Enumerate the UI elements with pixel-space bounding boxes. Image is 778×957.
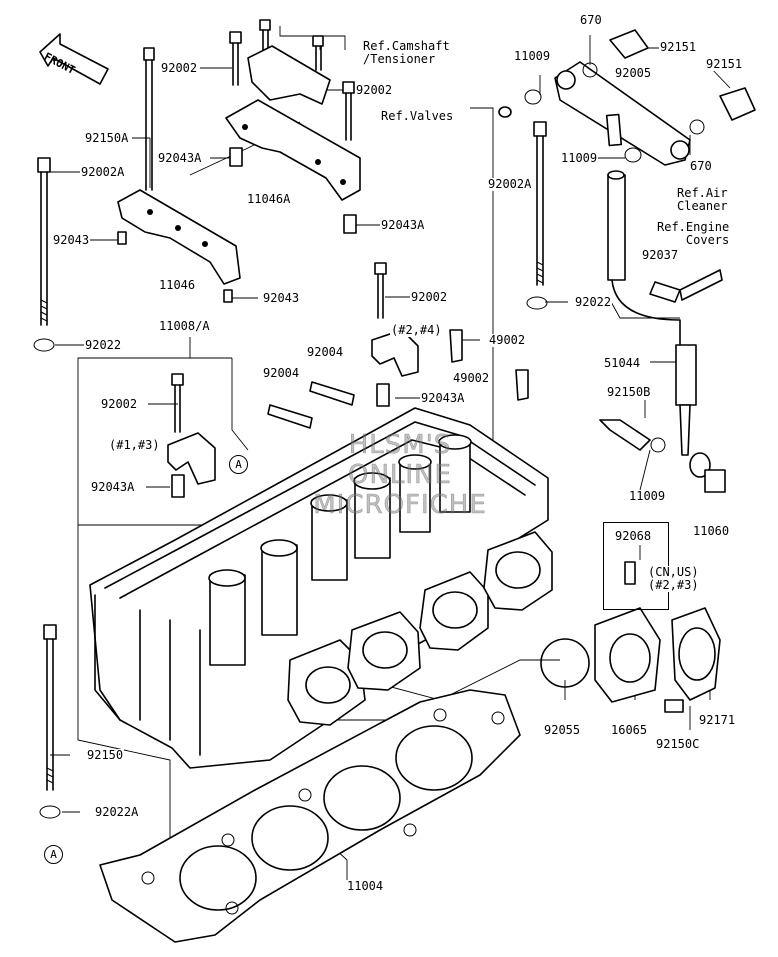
part-label-92055[interactable]: 92055 bbox=[543, 723, 582, 737]
part-label-92002a[interactable]: 92002A bbox=[80, 165, 126, 179]
ref-engine-covers[interactable]: Ref.Engine Covers bbox=[656, 220, 731, 247]
small-parts-right bbox=[498, 29, 756, 585]
studs bbox=[267, 381, 355, 429]
callout-a-bottom: A bbox=[44, 845, 63, 864]
part-label-92151[interactable]: 92151 bbox=[659, 40, 698, 54]
part-label-92022[interactable]: 92022 bbox=[574, 295, 613, 309]
variant-label-2-4: (#2,#4) bbox=[390, 323, 443, 337]
part-label-92150[interactable]: 92150 bbox=[86, 748, 125, 762]
callout-a-top: A bbox=[229, 455, 248, 474]
part-label-92002[interactable]: 92002 bbox=[100, 397, 139, 411]
head-gasket bbox=[99, 689, 521, 943]
part-label-92043a[interactable]: 92043A bbox=[380, 218, 426, 232]
part-label-92150b[interactable]: 92150B bbox=[606, 385, 652, 399]
part-label-92043a[interactable]: 92043A bbox=[420, 391, 466, 405]
part-label-11009[interactable]: 11009 bbox=[560, 151, 599, 165]
part-label-92151[interactable]: 92151 bbox=[705, 57, 744, 71]
washers bbox=[33, 338, 61, 819]
part-label-92043[interactable]: 92043 bbox=[262, 291, 301, 305]
small-caps bbox=[167, 329, 419, 498]
part-label-11009[interactable]: 11009 bbox=[513, 49, 552, 63]
ref-air-cleaner[interactable]: Ref.Air Cleaner bbox=[676, 186, 729, 213]
part-label-49002[interactable]: 49002 bbox=[488, 333, 527, 347]
part-label-92037[interactable]: 92037 bbox=[641, 248, 680, 262]
part-label-11046[interactable]: 11046 bbox=[158, 278, 197, 292]
part-label-92022[interactable]: 92022 bbox=[84, 338, 123, 352]
variant-label-cn-us: (CN,US) (#2,#3) bbox=[647, 565, 700, 592]
part-label-92002[interactable]: 92002 bbox=[355, 83, 394, 97]
throttle-body-parts bbox=[540, 607, 721, 713]
short-bolts bbox=[171, 19, 387, 433]
oil-pipe-assembly bbox=[554, 61, 711, 478]
part-label-11008-a[interactable]: 11008/A bbox=[158, 319, 211, 333]
part-label-92002a[interactable]: 92002A bbox=[487, 177, 533, 191]
part-label-92043[interactable]: 92043 bbox=[52, 233, 91, 247]
part-label-92043a[interactable]: 92043A bbox=[157, 151, 203, 165]
part-label-49002[interactable]: 49002 bbox=[452, 371, 491, 385]
part-label-92171[interactable]: 92171 bbox=[698, 713, 737, 727]
part-label-92005[interactable]: 92005 bbox=[614, 66, 653, 80]
front-arrow-icon bbox=[39, 33, 109, 85]
part-label-92002[interactable]: 92002 bbox=[410, 290, 449, 304]
ref-valves[interactable]: Ref.Valves bbox=[380, 109, 455, 123]
part-label-11004[interactable]: 11004 bbox=[346, 879, 385, 893]
cylinder-head bbox=[89, 407, 553, 769]
part-label-16065[interactable]: 16065 bbox=[610, 723, 649, 737]
part-label-92150a[interactable]: 92150A bbox=[84, 131, 130, 145]
part-label-92043a[interactable]: 92043A bbox=[90, 480, 136, 494]
part-label-670[interactable]: 670 bbox=[579, 13, 603, 27]
part-label-11046a[interactable]: 11046A bbox=[246, 192, 292, 206]
part-label-92022a[interactable]: 92022A bbox=[94, 805, 140, 819]
part-label-92150c[interactable]: 92150C bbox=[655, 737, 701, 751]
part-label-92004[interactable]: 92004 bbox=[306, 345, 345, 359]
part-label-11009[interactable]: 11009 bbox=[628, 489, 667, 503]
fittings bbox=[449, 329, 529, 401]
long-bolts bbox=[37, 47, 547, 791]
part-label-51044[interactable]: 51044 bbox=[603, 356, 642, 370]
part-label-92002[interactable]: 92002 bbox=[160, 61, 199, 75]
part-label-11060[interactable]: 11060 bbox=[692, 524, 731, 538]
camshaft-caps bbox=[117, 45, 361, 303]
variant-label-1-3: (#1,#3) bbox=[108, 438, 161, 452]
part-label-670[interactable]: 670 bbox=[689, 159, 713, 173]
part-label-92068[interactable]: 92068 bbox=[614, 529, 653, 543]
ref-camshaft-tensioner[interactable]: Ref.Camshaft /Tensioner bbox=[362, 39, 451, 66]
part-label-92004[interactable]: 92004 bbox=[262, 366, 301, 380]
